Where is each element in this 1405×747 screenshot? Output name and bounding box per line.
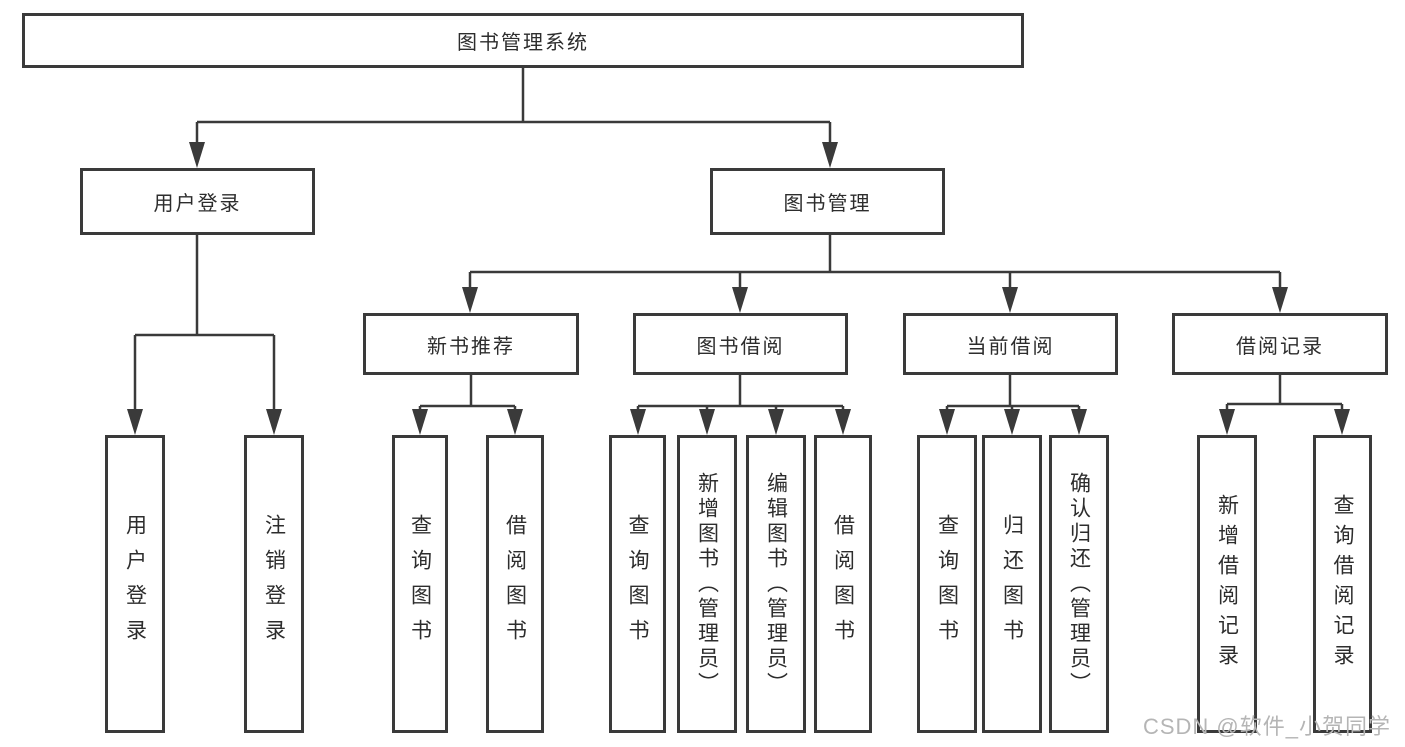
node-root: 图书管理系统 [22,13,1024,68]
arrow-down-icon [835,409,851,435]
arrow-down-icon [732,287,748,313]
arrow-down-icon [1071,409,1087,435]
leaf-user-login: 用户登录 [105,435,165,733]
connector-current-to-leaves [945,375,1081,411]
connector-records-to-leaves [1225,375,1344,411]
leaf-current-return-label: 归还图书 [1000,514,1024,654]
leaf-current-confirm-admin: 确认归还（管理员） [1049,435,1109,733]
node-current-borrowing: 当前借阅 [903,313,1118,375]
arrow-down-icon [822,142,838,168]
leaf-borrowing-query-label: 查询图书 [626,514,649,654]
leaf-current-return: 归还图书 [982,435,1042,733]
leaf-borrowing-add-admin-label: 新增图书（管理员） [695,471,719,697]
connector-borrowing-to-leaves [636,375,845,411]
arrow-down-icon [1002,287,1018,313]
leaf-current-confirm-admin-label: 确认归还（管理员） [1067,471,1091,697]
arrow-down-icon [1334,409,1350,435]
node-borrowing: 图书借阅 [633,313,848,375]
arrow-down-icon [462,287,478,313]
node-user-login-label: 用户登录 [153,193,242,215]
arrow-down-icon [768,409,784,435]
node-borrow-records: 借阅记录 [1172,313,1388,375]
node-new-books: 新书推荐 [363,313,579,375]
leaf-current-query-label: 查询图书 [935,514,959,654]
leaf-records-query: 查询借阅记录 [1313,435,1372,733]
connector-newbooks-to-leaves [418,375,517,411]
leaf-records-add-label: 新增借阅记录 [1215,494,1239,674]
leaf-newbooks-borrow: 借阅图书 [486,435,544,733]
arrow-down-icon [507,409,523,435]
node-borrowing-label: 图书借阅 [696,335,785,358]
leaf-current-query: 查询图书 [917,435,977,733]
node-current-borrowing-label: 当前借阅 [966,335,1055,358]
leaf-borrowing-borrow: 借阅图书 [814,435,872,733]
node-new-books-label: 新书推荐 [427,335,515,358]
connector-root-to-level2 [195,68,832,144]
arrow-down-icon [127,409,143,435]
leaf-logout: 注销登录 [244,435,304,733]
leaf-newbooks-query-label: 查询图书 [408,514,432,654]
node-root-label: 图书管理系统 [457,32,589,54]
leaf-logout-label: 注销登录 [262,514,286,654]
arrow-down-icon [189,142,205,168]
node-user-login: 用户登录 [80,168,315,235]
leaf-borrowing-edit-admin-label: 编辑图书（管理员） [764,471,788,697]
connector-userlogin-to-leaves [133,235,276,411]
node-borrow-records-label: 借阅记录 [1236,335,1324,358]
leaf-records-query-label: 查询借阅记录 [1331,494,1354,674]
leaf-records-add: 新增借阅记录 [1197,435,1257,733]
arrow-down-icon [939,409,955,435]
node-book-management-label: 图书管理 [783,193,872,215]
arrow-down-icon [1219,409,1235,435]
leaf-borrowing-borrow-label: 借阅图书 [831,514,855,654]
arrow-down-icon [630,409,646,435]
arrow-down-icon [1272,287,1288,313]
leaf-newbooks-borrow-label: 借阅图书 [503,514,527,654]
arrow-down-icon [699,409,715,435]
leaf-borrowing-edit-admin: 编辑图书（管理员） [746,435,806,733]
node-book-management: 图书管理 [710,168,945,235]
leaf-borrowing-query: 查询图书 [609,435,666,733]
leaf-borrowing-add-admin: 新增图书（管理员） [677,435,737,733]
leaf-newbooks-query: 查询图书 [392,435,448,733]
arrow-down-icon [266,409,282,435]
leaf-user-login-label: 用户登录 [123,514,147,654]
csdn-watermark: CSDN @软件_小贺同学 [1142,714,1391,739]
arrow-down-icon [412,409,428,435]
connector-bookmgmt-to-level3 [468,235,1282,289]
arrow-down-icon [1004,409,1020,435]
